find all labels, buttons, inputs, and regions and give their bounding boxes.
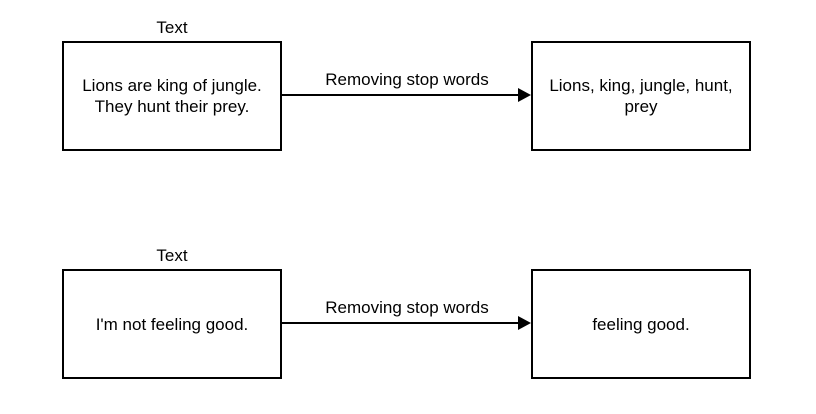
arrow-label: Removing stop words <box>325 70 489 89</box>
source-box-title: Text <box>156 18 188 37</box>
source-text: I'm not feeling good. <box>95 314 249 334</box>
result-text-box: Lions, king, jungle, hunt, prey <box>531 41 751 151</box>
result-text: Lions, king, jungle, hunt, prey <box>549 76 733 116</box>
source-text-box: I'm not feeling good. <box>62 269 282 379</box>
transformation-row-1: Text Lions are king of jungle. They hunt… <box>0 18 816 168</box>
transformation-row-2: Text I'm not feeling good. Removing stop… <box>0 246 816 396</box>
source-text-box: Lions are king of jungle. They hunt thei… <box>62 41 282 151</box>
arrow-line <box>282 94 519 96</box>
source-box-title: Text <box>156 246 188 265</box>
arrow-label: Removing stop words <box>325 298 489 317</box>
arrow-head-icon <box>518 88 531 102</box>
result-text: feeling good. <box>592 314 690 334</box>
arrow-line <box>282 322 519 324</box>
source-text: Lions are king of jungle. They hunt thei… <box>82 76 262 116</box>
arrow-head-icon <box>518 316 531 330</box>
result-text-box: feeling good. <box>531 269 751 379</box>
